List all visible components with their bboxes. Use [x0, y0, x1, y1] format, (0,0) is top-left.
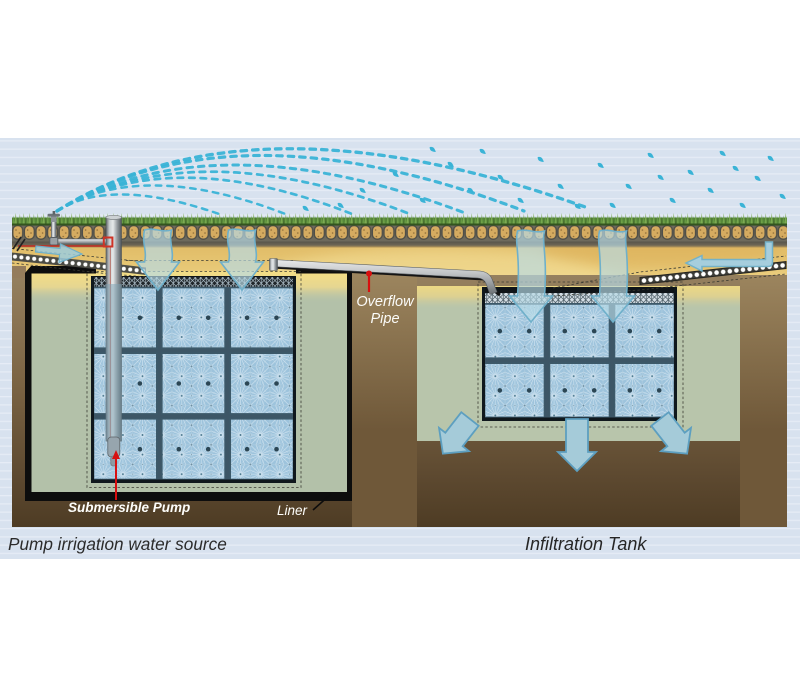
svg-text:Liner: Liner: [277, 503, 308, 518]
svg-text:Overflow: Overflow: [356, 294, 415, 310]
svg-text:Infiltration Tank: Infiltration Tank: [525, 534, 647, 554]
svg-text:Pipe: Pipe: [370, 311, 399, 327]
svg-text:Submersible Pump: Submersible Pump: [68, 500, 190, 515]
svg-text:Pump irrigation water source: Pump irrigation water source: [8, 534, 227, 554]
